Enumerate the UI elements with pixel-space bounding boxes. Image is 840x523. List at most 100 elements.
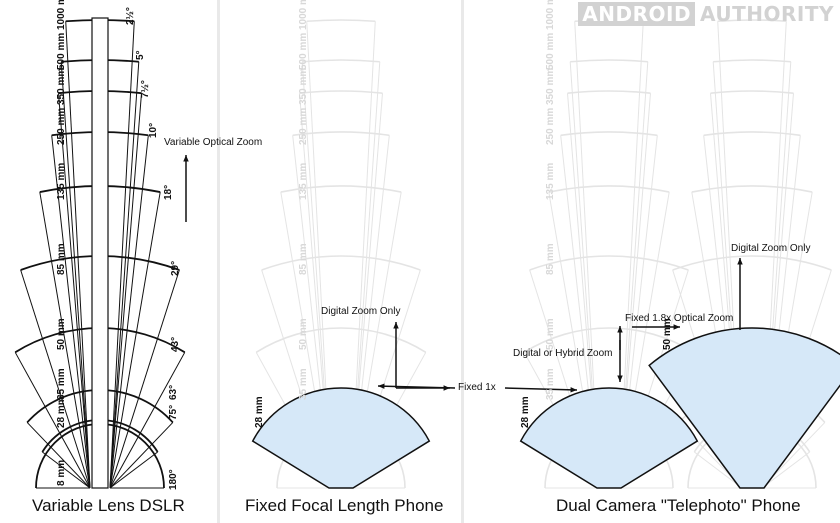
digital-zoom-only-label-dual: Digital Zoom Only — [731, 243, 811, 254]
dslr-focal-label: 85 mm — [56, 243, 67, 275]
dslr-focal-label: 50 mm — [56, 318, 67, 350]
fov-spoke — [109, 21, 135, 489]
dslr-focal-label: 1000 mm — [56, 0, 67, 30]
fov-spoke — [51, 135, 91, 489]
watermark-text: AUTHORITY — [700, 2, 834, 26]
dual-focal-label-faint: 500 mm — [545, 32, 556, 70]
variable-optical-zoom-label: Variable Optical Zoom — [164, 137, 263, 148]
fov-arc — [713, 59, 791, 63]
panel-divider-left — [217, 0, 220, 523]
fov-arc — [717, 19, 787, 23]
fov-arc — [672, 255, 832, 271]
dual-focal-label-faint: 50 mm — [545, 318, 556, 350]
digital-or-hybrid-zoom-label: Digital or Hybrid Zoom — [513, 348, 613, 359]
fixed-panel-title: Fixed Focal Length Phone — [245, 496, 444, 515]
dual-focal-label-faint: 350 mm — [545, 67, 556, 105]
dslr-focal-label: 250 mm — [56, 107, 67, 145]
dslr-focal-label: 500 mm — [56, 32, 67, 70]
fixed-1x-arrow-left-head — [378, 383, 385, 389]
digital-zoom-arrow-fixed-head — [393, 322, 399, 329]
fov-arc — [567, 90, 651, 94]
fixed-focal-label-faint: 500 mm — [298, 32, 309, 70]
fixed-1x-arrow-right-head — [570, 387, 577, 393]
fov-arc — [261, 255, 421, 271]
variable-zoom-arrow-head — [183, 155, 189, 162]
fixed-focal-label-faint: 35 mm — [298, 368, 309, 400]
dslr-center-column — [91, 17, 109, 489]
fixed-focal-label-faint: 50 mm — [298, 318, 309, 350]
fov-spoke — [65, 21, 91, 489]
dslr-angle-label: 43° — [170, 336, 181, 352]
fov-spoke — [109, 422, 174, 489]
fov-spoke — [761, 451, 810, 489]
dual-28mm-label: 28 mm — [520, 396, 531, 428]
fov-spoke — [26, 422, 91, 489]
fov-arc — [560, 131, 658, 137]
fixed-phone-1x-sector — [251, 387, 431, 489]
fixed-1x-label: Fixed 1x — [458, 382, 496, 393]
fov-arc — [523, 327, 695, 353]
dslr-angle-label: 18° — [163, 184, 174, 200]
fov-arc — [302, 59, 380, 63]
dslr-angle-label: 29° — [170, 260, 181, 276]
dual-focal-label-faint: 135 mm — [545, 162, 556, 200]
fixed-optical-zoom-label: Fixed 1.8x Optical Zoom — [625, 313, 734, 324]
fov-arc — [570, 59, 648, 63]
dual-phone-tele-sector — [648, 327, 840, 489]
dslr-panel-title: Variable Lens DSLR — [32, 496, 185, 515]
digital-zoom-arrow-dual-head — [737, 258, 743, 265]
fov-spoke — [109, 352, 186, 489]
fov-arc — [710, 90, 794, 94]
fov-spoke — [42, 451, 91, 489]
fov-spoke — [109, 135, 149, 489]
dual-focal-label-faint: 35 mm — [545, 368, 556, 400]
dslr-focal-label: 135 mm — [56, 162, 67, 200]
fixed-1x-arrow-left — [377, 385, 456, 389]
dslr-angle-label: 75° — [168, 404, 179, 420]
dual-focal-label-faint: 85 mm — [545, 243, 556, 275]
dual-focal-label-faint: 250 mm — [545, 107, 556, 145]
fov-spoke — [109, 269, 180, 489]
fixed-focal-label-faint: 85 mm — [298, 243, 309, 275]
dslr-angle-label: 180° — [168, 469, 179, 490]
fov-arc — [691, 185, 813, 193]
panel-divider-right — [461, 0, 464, 523]
fixed-1x-arrow-right — [504, 387, 578, 391]
fov-arc — [703, 131, 801, 137]
optical-zoom-arrow-head — [673, 324, 680, 330]
dslr-angle-label: 10° — [148, 122, 159, 138]
dslr-focal-label: 350 mm — [56, 67, 67, 105]
fov-spoke — [14, 352, 91, 489]
fov-arc — [548, 185, 670, 193]
fov-spoke — [109, 451, 158, 489]
hybrid-zoom-arrow-down-head — [617, 375, 623, 382]
fov-arc — [255, 327, 427, 353]
fixed-focal-label-faint: 1000 mm — [298, 0, 309, 30]
dslr-focal-label: 28 mm — [56, 396, 67, 428]
fov-arc — [306, 19, 376, 23]
fov-spoke — [109, 191, 161, 489]
digital-zoom-only-label-fixed: Digital Zoom Only — [321, 306, 401, 317]
dslr-angle-label: 63° — [168, 384, 179, 400]
fov-arc — [299, 90, 383, 94]
fov-spoke — [694, 451, 743, 489]
dual-phone-1x-sector — [519, 387, 699, 489]
dual-focal-label-faint: 1000 mm — [545, 0, 556, 30]
dual-panel-title: Dual Camera "Telephoto" Phone — [556, 496, 801, 515]
dslr-angle-label: 2½° — [125, 7, 136, 25]
dslr-focal-label: 8 mm — [56, 459, 67, 486]
dslr-angle-label: 5° — [135, 50, 146, 60]
fov-spoke — [20, 269, 91, 489]
fov-arc — [529, 255, 689, 271]
fixed-focal-label-faint: 250 mm — [298, 107, 309, 145]
hybrid-zoom-arrow-up-head — [617, 326, 623, 333]
fov-arc — [280, 185, 402, 193]
fixed-focal-label-faint: 350 mm — [298, 67, 309, 105]
watermark-boxed-text: ANDROID — [578, 2, 696, 26]
dslr-angle-label: 7½° — [140, 80, 151, 98]
fixed-28mm-label: 28 mm — [254, 396, 265, 428]
dual-50mm-label: 50 mm — [662, 318, 673, 350]
